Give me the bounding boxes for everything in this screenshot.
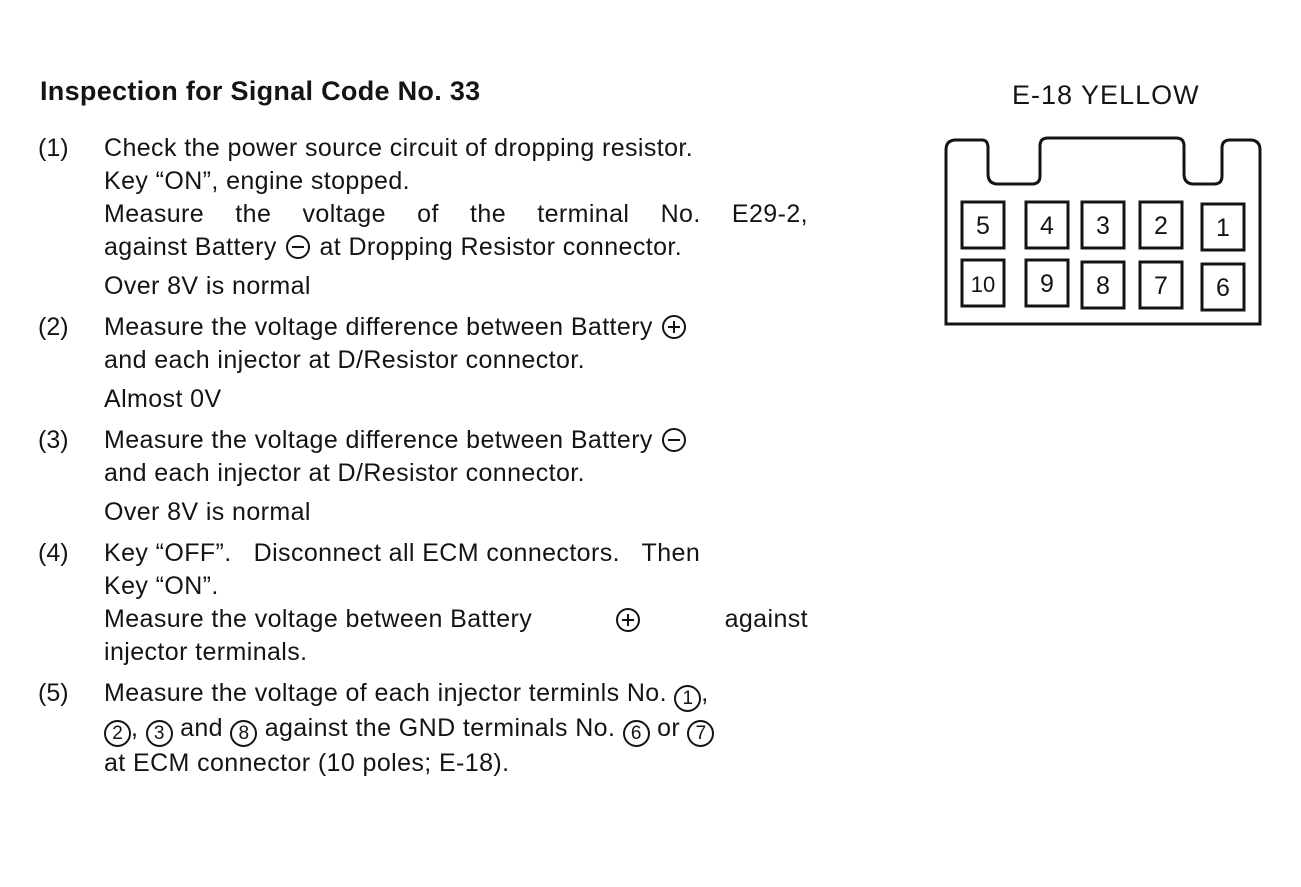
- pin-3: [1080, 200, 1126, 250]
- circled-plus-icon: [616, 607, 641, 632]
- step-result: Over 8V is normal: [104, 272, 311, 300]
- step-line-text: against the GND terminals No.: [264, 714, 616, 742]
- step-3: (3) Measure the voltage difference betwe…: [38, 424, 808, 529]
- step-line: Measure the voltage of each injector ter…: [104, 677, 808, 712]
- step-4: (4) Key “OFF”. Disconnect all ECM connec…: [38, 537, 808, 669]
- pin-label: 5: [976, 212, 990, 240]
- step-line: and each injector at D/Resistor connecto…: [104, 459, 585, 487]
- pin-2: [1138, 200, 1184, 250]
- circled-terminal-6: 6: [622, 720, 650, 747]
- step-line: Measure the voltage of the terminal No. …: [104, 200, 808, 228]
- circled-terminal-7: 7: [687, 720, 715, 747]
- step-line: at ECM connector (10 poles; E-18).: [104, 749, 510, 777]
- step-line: Key “ON”, engine stopped.: [104, 167, 410, 195]
- step-line: Key “OFF”. Disconnect all ECM connectors…: [104, 539, 701, 567]
- step-line-text: against Battery: [104, 233, 277, 261]
- step-5: (5) Measure the voltage of each injector…: [38, 677, 808, 780]
- circled-plus-icon: [662, 315, 687, 339]
- step-line: Measure the voltage between Battery again…: [104, 603, 808, 636]
- pin-label: 9: [1040, 270, 1054, 298]
- step-1: (1) Check the power source circuit of dr…: [38, 132, 808, 303]
- step-line-text: or: [657, 714, 681, 742]
- step-number: (3): [38, 426, 69, 454]
- step-number: (4): [38, 539, 69, 567]
- circled-terminal-1: 1: [674, 685, 702, 712]
- page-title: Inspection for Signal Code No. 33: [40, 76, 481, 106]
- step-line-text: at Dropping Resistor connector.: [319, 233, 683, 261]
- inspection-steps: (1) Check the power source circuit of dr…: [38, 132, 808, 780]
- pin-label: 6: [1216, 274, 1230, 302]
- pin-4: [1024, 200, 1070, 250]
- step-number: (2): [38, 313, 69, 341]
- step-line-text: against: [724, 605, 808, 633]
- pin-label: 7: [1154, 272, 1168, 300]
- circled-minus-icon: [662, 428, 687, 452]
- connector-label: E-18 YELLOW: [1012, 80, 1200, 110]
- circled-minus-icon: [286, 235, 311, 259]
- step-result: Almost 0V: [104, 385, 222, 413]
- pin-1: [1200, 202, 1246, 252]
- pin-5: [960, 200, 1006, 250]
- step-line: and each injector at D/Resistor connecto…: [104, 346, 585, 374]
- connector-diagram: 5 4 3 2 1 10 9 8 7 6: [944, 136, 1262, 326]
- step-2: (2) Measure the voltage difference betwe…: [38, 311, 808, 416]
- step-line: Measure the voltage difference between B…: [104, 424, 808, 457]
- step-line: injector terminals.: [104, 638, 308, 666]
- pin-10: [960, 258, 1006, 308]
- pin-label: 1: [1216, 214, 1230, 242]
- circled-terminal-3: 3: [145, 720, 173, 747]
- pin-label: 10: [971, 272, 995, 297]
- step-line-text: Measure the voltage between Battery: [104, 605, 533, 633]
- pin-label: 8: [1096, 272, 1110, 300]
- step-result: Over 8V is normal: [104, 498, 311, 526]
- pin-7: [1138, 260, 1184, 310]
- step-line-text: Measure the voltage difference between B…: [104, 426, 653, 454]
- pin-6: [1200, 262, 1246, 312]
- step-line: Key “ON”.: [104, 572, 219, 600]
- step-line: against Battery at Dropping Resistor con…: [104, 231, 808, 264]
- step-line-text: Measure the voltage of each injector ter…: [104, 679, 667, 707]
- step-line: 2, 3 and 8 against the GND terminals No.…: [104, 712, 808, 747]
- pin-label: 3: [1096, 212, 1110, 240]
- pin-9: [1024, 258, 1070, 308]
- pin-label: 2: [1154, 212, 1168, 240]
- step-number: (1): [38, 134, 69, 162]
- step-line-text: Measure the voltage difference between B…: [104, 313, 653, 341]
- step-number: (5): [38, 679, 69, 707]
- pin-8: [1080, 260, 1126, 310]
- pin-label: 4: [1040, 212, 1054, 240]
- connector-outline: [944, 136, 1262, 326]
- step-line: Measure the voltage difference between B…: [104, 311, 808, 344]
- circled-terminal-8: 8: [230, 720, 258, 747]
- circled-terminal-2: 2: [104, 720, 131, 747]
- step-line: Check the power source circuit of droppi…: [104, 134, 694, 162]
- step-line-text: and: [180, 714, 223, 742]
